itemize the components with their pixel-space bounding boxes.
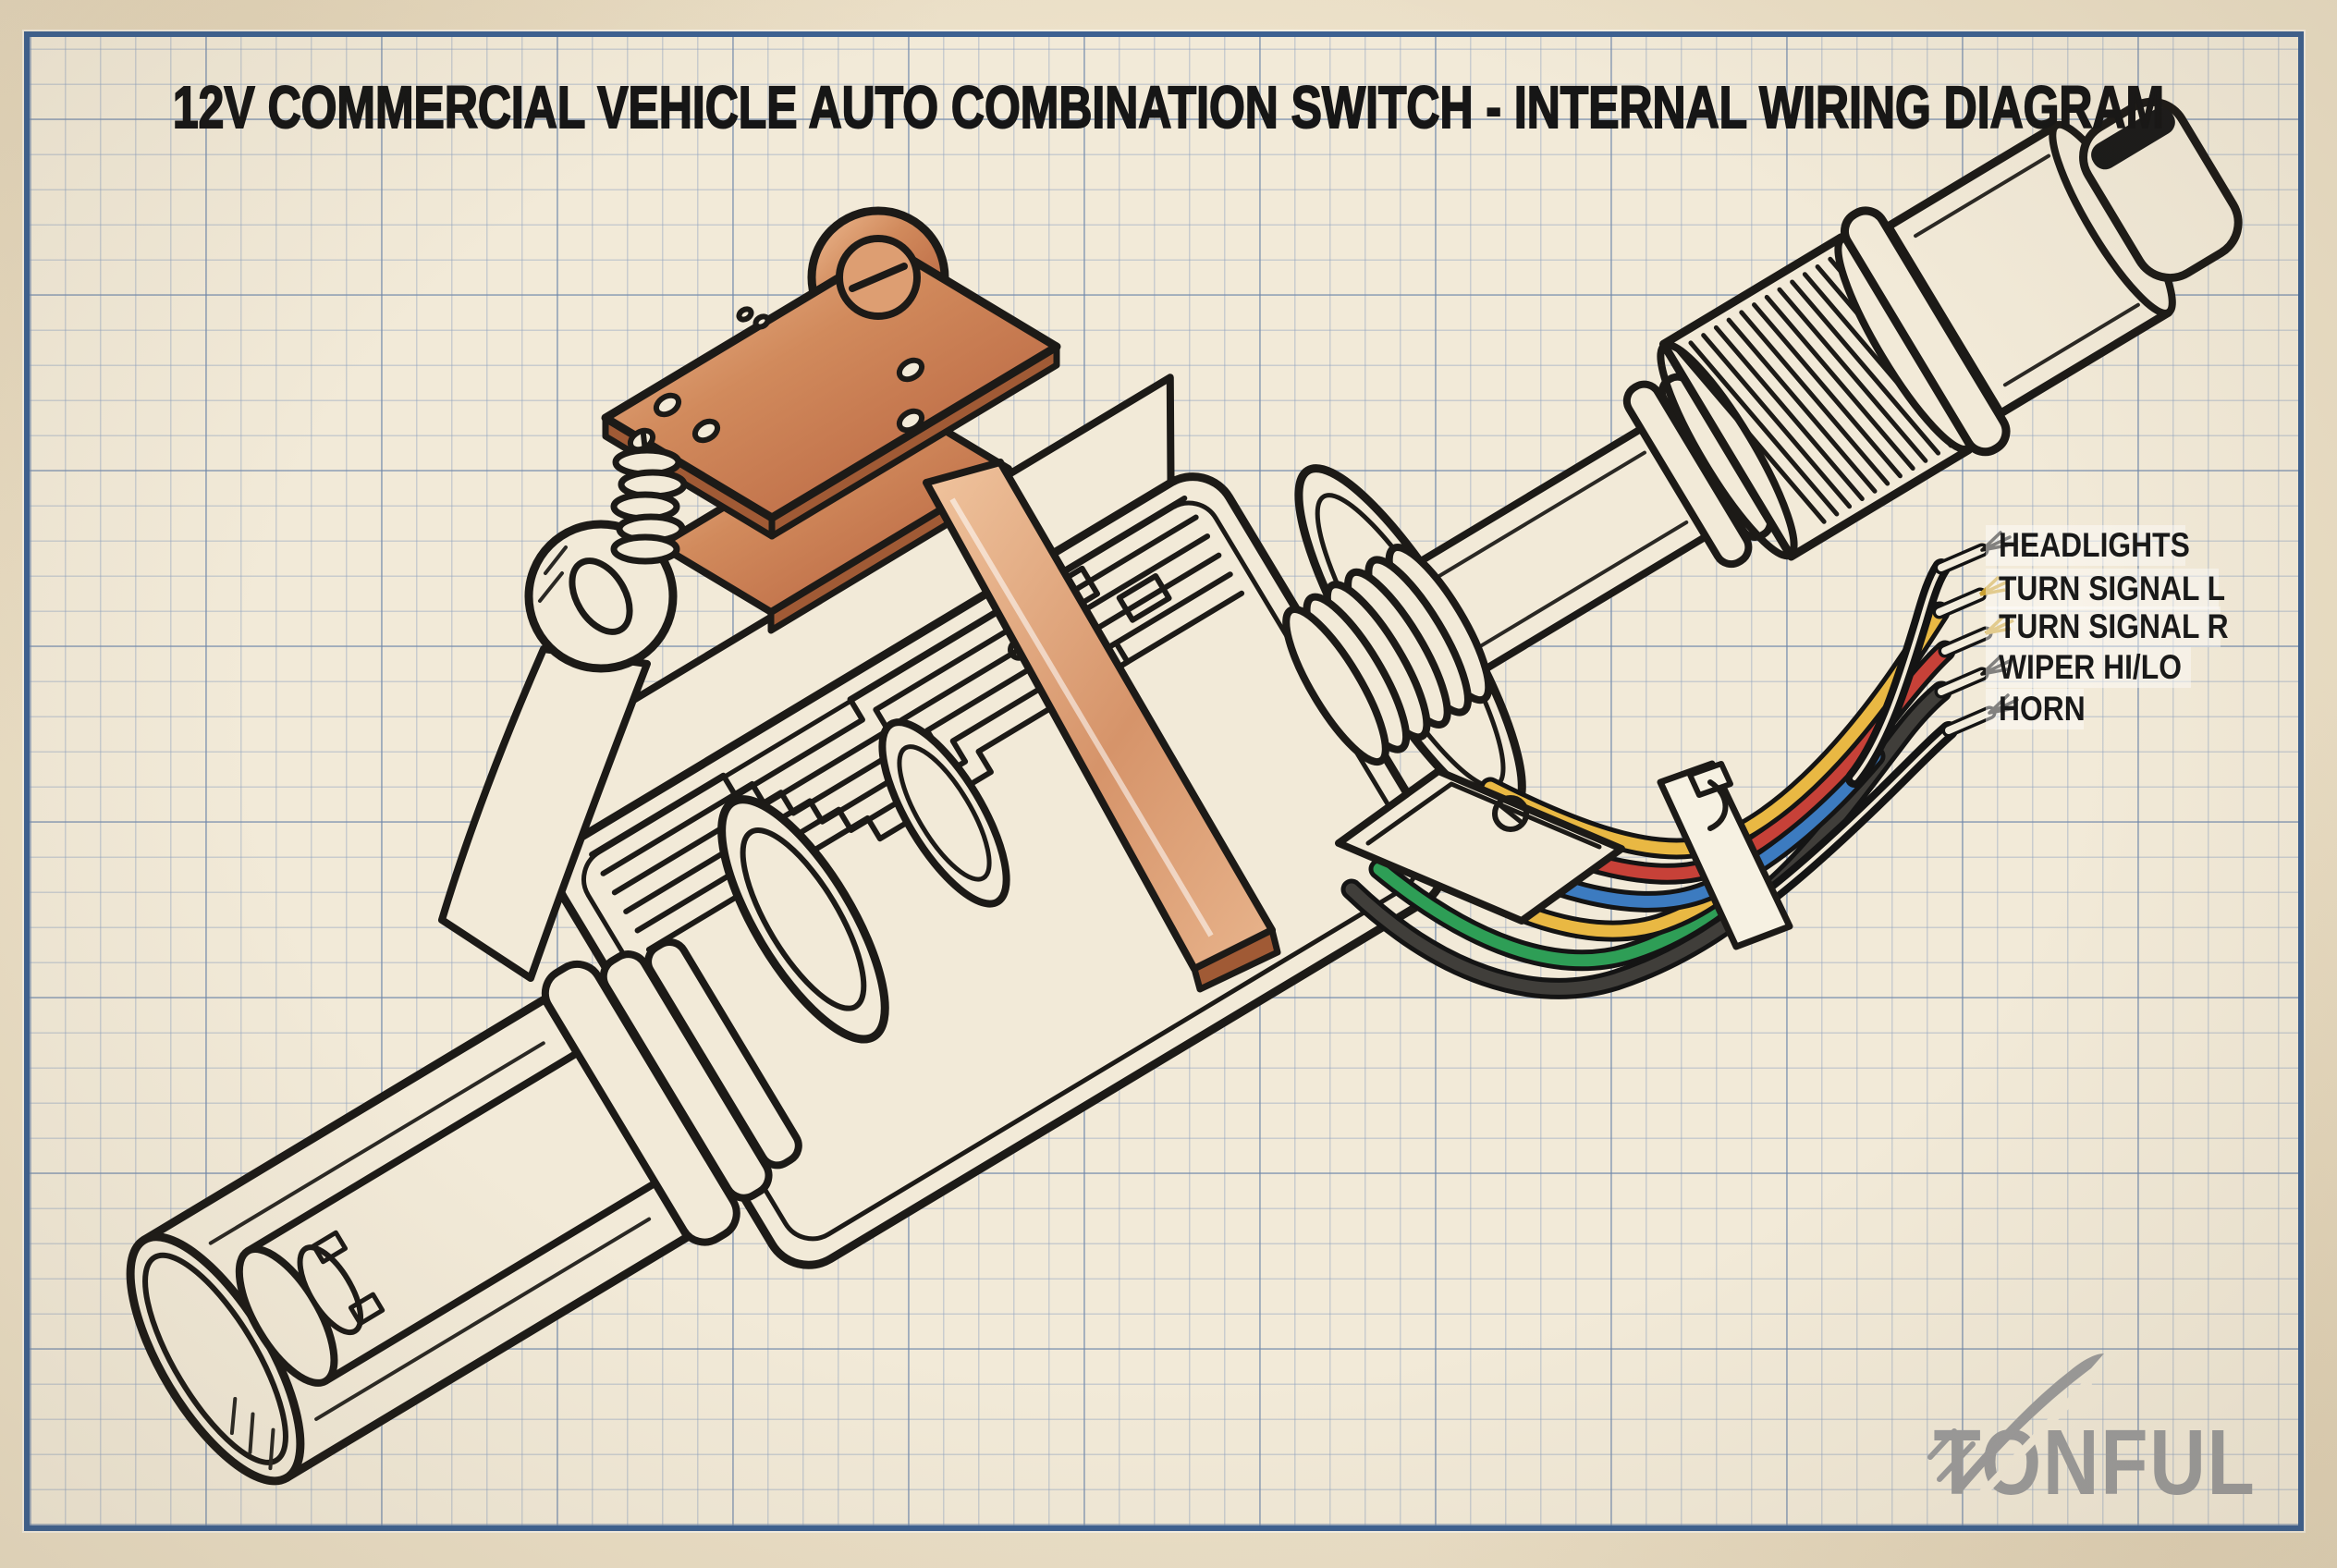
diagram-title-group: 12V COMMERCIAL VEHICLE AUTO COMBINATION …: [172, 74, 2165, 141]
ear-hole: [569, 557, 633, 635]
label-bg: [1986, 569, 2219, 609]
return-spring: [610, 432, 688, 565]
copper-contact-assembly: [601, 206, 1281, 993]
logo-slash-gap: [1976, 1378, 2093, 1500]
wire-exit-bracket: [1335, 767, 1625, 925]
shaft-coil-spring: [1282, 544, 1493, 766]
brand-logo: TONFUL: [1927, 1354, 2255, 1514]
cable-tie: [1657, 760, 1793, 950]
keyway-notch-bottom: [348, 1292, 385, 1327]
wire-label-wiper: WIPER HI/LO: [1999, 649, 2182, 687]
page-title: 12V COMMERCIAL VEHICLE AUTO COMBINATION …: [173, 75, 2164, 141]
tip-headlights: [1934, 531, 2012, 575]
tip-wiper: [1934, 655, 2012, 699]
keyway-notch-top: [311, 1230, 349, 1265]
contact-arm-tip: [1191, 926, 1281, 993]
wire-label-turn-signal-l: TURN SIGNAL L: [1999, 570, 2225, 608]
contact-plate-top: [601, 242, 1061, 522]
tip-turn-right: [1938, 614, 2014, 658]
screw-slot: [849, 263, 908, 292]
tip-horn: [1941, 693, 2019, 738]
wire-label-turn-signal-r: TURN SIGNAL R: [1999, 608, 2229, 646]
wire-label-list: HEADLIGHTS TURN SIGNAL L TURN SIGNAL R W…: [1986, 525, 2229, 729]
bore-ring-small: [878, 718, 1010, 908]
tube-highlight-lines: [208, 1041, 652, 1421]
bracket-screw: [1492, 795, 1529, 832]
bore-ring-large: [717, 795, 889, 1044]
steering-column-tube: [126, 995, 692, 1486]
logo-swoosh-icon: [1956, 1354, 2104, 1492]
stalk-end-cap: [2079, 97, 2243, 283]
stripped-wire-tips: [1932, 531, 2019, 738]
wire-green-core: [1373, 863, 1752, 967]
wire-label-headlights: HEADLIGHTS: [1999, 527, 2190, 565]
label-bg: [1986, 647, 2191, 688]
tube-rim-hatch: [229, 1397, 275, 1471]
switch-housing: [553, 374, 1449, 1269]
boot-collars: [541, 937, 802, 1246]
wire-label-horn: HORN: [1999, 691, 2086, 729]
label-bg: [1986, 525, 2185, 566]
logo-swoosh-accents: [1927, 1428, 1976, 1482]
label-bg: [1986, 689, 2084, 729]
tip-turn-left: [1932, 575, 2009, 619]
label-bg: [1986, 606, 2221, 647]
end-cap-slot: [2091, 107, 2175, 170]
